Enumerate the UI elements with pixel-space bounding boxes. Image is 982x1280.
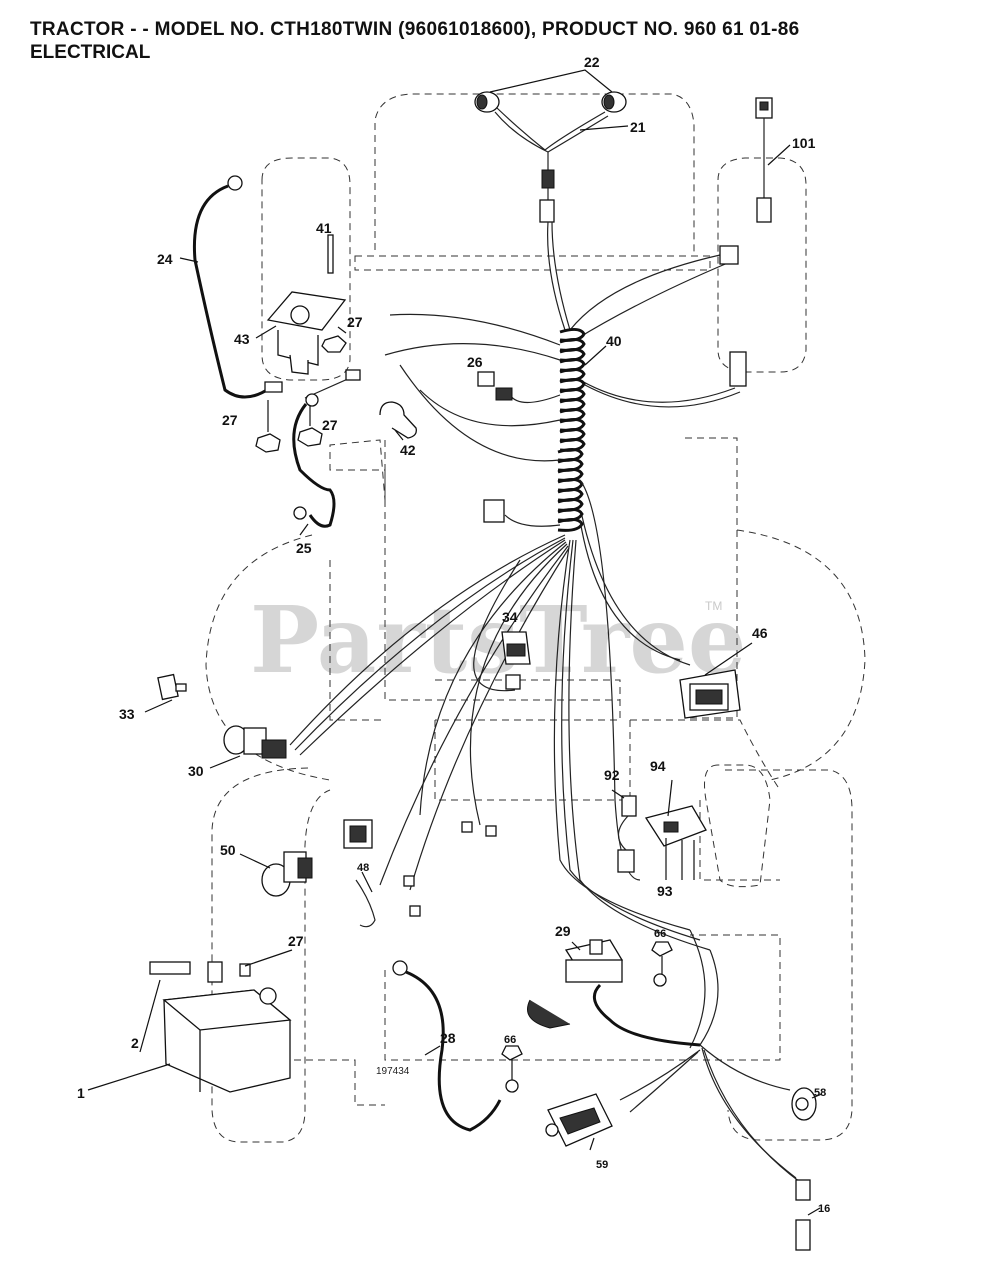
callout-41: 41 (316, 220, 332, 236)
part-101-switch-harness (755, 97, 791, 223)
callout-66-lower: 66 (504, 1034, 516, 1046)
callout-50: 50 (220, 842, 236, 858)
callout-42: 42 (400, 442, 416, 458)
watermark: PartsTree (250, 586, 746, 694)
main-harness (289, 221, 747, 1049)
callout-16: 16 (818, 1203, 830, 1215)
cable-24 (179, 175, 283, 399)
section-title: ELECTRICAL (30, 42, 151, 63)
callout-58: 58 (814, 1087, 826, 1099)
harness-coil (557, 327, 586, 532)
parts-50-48 (239, 819, 497, 928)
part-26-42 (379, 371, 513, 441)
callout-21: 21 (630, 119, 646, 135)
callout-25: 25 (296, 540, 312, 556)
callout-94: 94 (650, 758, 666, 774)
callout-34: 34 (502, 609, 518, 625)
callout-66-upper: 66 (654, 928, 666, 940)
page-title: TRACTOR - - MODEL NO. CTH180TWIN (960610… (30, 19, 800, 40)
callout-48: 48 (357, 862, 369, 874)
part-34-46 (501, 631, 753, 719)
callout-1: 1 (77, 1085, 85, 1101)
callout-28: 28 (440, 1030, 456, 1046)
callout-27-solenoid: 27 (347, 314, 363, 330)
callout-93: 93 (657, 883, 673, 899)
callout-33: 33 (119, 706, 135, 722)
header: TRACTOR - - MODEL NO. CTH180TWIN (960610… (30, 18, 960, 64)
callout-27-battery: 27 (288, 933, 304, 949)
callout-43: 43 (234, 331, 250, 347)
callout-40: 40 (606, 333, 622, 349)
callout-46: 46 (752, 625, 768, 641)
parts-58-59-16 (545, 1044, 823, 1251)
headlight-assembly (474, 69, 629, 223)
ignition-assembly (144, 673, 287, 769)
callout-92: 92 (604, 767, 620, 783)
callout-labels: 22 21 101 24 41 43 27 27 27 25 26 40 42 … (77, 54, 830, 1215)
callout-59: 59 (596, 1159, 608, 1171)
callout-26: 26 (467, 354, 483, 370)
parts-92-94-93 (611, 779, 707, 880)
battery-assembly (87, 949, 293, 1093)
callout-22: 22 (584, 54, 600, 70)
callout-24: 24 (157, 251, 173, 267)
drawing-number: 197434 (376, 1066, 410, 1077)
callout-27-right-nut: 27 (322, 417, 338, 433)
watermark-tm: TM (705, 599, 722, 613)
callout-2: 2 (131, 1035, 139, 1051)
tractor-outline (205, 93, 866, 1143)
callout-29: 29 (555, 923, 571, 939)
cable-25-and-nuts (255, 393, 336, 536)
parts-29-66-28 (392, 939, 701, 1132)
callout-30: 30 (188, 763, 204, 779)
solenoid-assembly (255, 234, 361, 399)
callout-27-left-nut: 27 (222, 412, 238, 428)
callout-101: 101 (792, 135, 816, 151)
